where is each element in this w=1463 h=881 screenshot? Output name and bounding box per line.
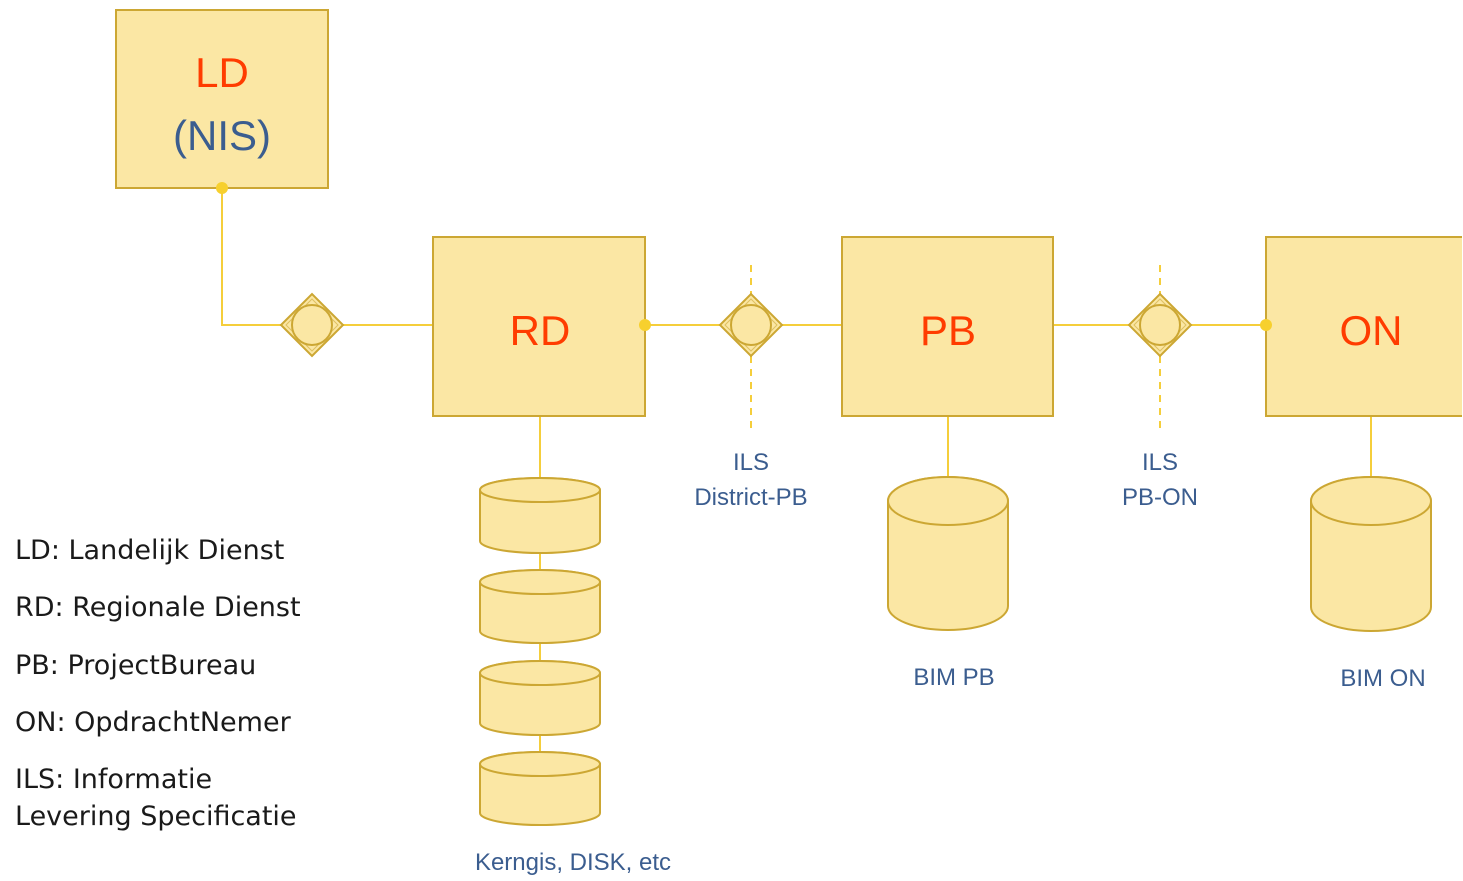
datastore-rd-caption: Kerngis, DISK, etc bbox=[475, 849, 671, 876]
node-pb-label: PB bbox=[920, 307, 976, 354]
node-rd-box bbox=[432, 236, 646, 417]
circle-icon bbox=[1139, 304, 1181, 346]
node-pb: PB bbox=[841, 236, 1054, 417]
node-ld-box bbox=[115, 9, 329, 189]
circle-icon bbox=[291, 304, 333, 346]
database-icon bbox=[479, 660, 601, 736]
node-ld: LD (NIS) bbox=[115, 9, 329, 189]
node-on-box bbox=[1266, 237, 1462, 416]
ils-label-title: ILS bbox=[1142, 449, 1178, 476]
datastore-on-caption: BIM ON bbox=[1340, 665, 1425, 692]
datastore-on: BIM ON bbox=[1310, 476, 1432, 692]
legend-item-ils: ILS: Informatie bbox=[15, 764, 212, 795]
ils-label-scope: District-PB bbox=[694, 484, 807, 511]
junction-dot-rd bbox=[639, 319, 651, 331]
legend-item-ld: LD: Landelijk Dienst bbox=[15, 535, 284, 566]
ils-label-scope: PB-ON bbox=[1122, 484, 1198, 511]
node-ld-label: LD bbox=[195, 49, 249, 96]
connector-ld-rd bbox=[221, 188, 433, 326]
circle-icon bbox=[730, 304, 772, 346]
connectors bbox=[221, 188, 1372, 764]
legend: LD: Landelijk Dienst RD: Regionale Diens… bbox=[15, 535, 301, 832]
junction-dot-ld bbox=[216, 182, 228, 194]
legend-item-pb: PB: ProjectBureau bbox=[15, 650, 256, 681]
database-icon bbox=[479, 477, 601, 554]
node-pb-box bbox=[841, 236, 1054, 417]
legend-item-on: ON: OpdrachtNemer bbox=[15, 707, 292, 738]
ils-label-title: ILS bbox=[733, 449, 769, 476]
interface-symbol-pb-on bbox=[1127, 292, 1193, 358]
ils-label-district-pb: ILS District-PB bbox=[694, 449, 807, 511]
node-rd-label: RD bbox=[510, 307, 571, 354]
datastore-pb: BIM PB bbox=[887, 476, 1009, 691]
datastore-pb-caption: BIM PB bbox=[913, 664, 994, 691]
database-icon bbox=[479, 569, 601, 644]
node-on-label: ON bbox=[1340, 307, 1403, 354]
node-on: ON bbox=[1265, 236, 1462, 417]
ils-label-pb-on: ILS PB-ON bbox=[1122, 449, 1198, 511]
node-ld-sublabel: (NIS) bbox=[173, 112, 271, 159]
legend-item-rd: RD: Regionale Dienst bbox=[15, 592, 301, 623]
node-rd: RD bbox=[432, 236, 646, 417]
database-icon bbox=[887, 476, 1009, 631]
interface-symbol-ld-rd bbox=[279, 292, 345, 358]
datastore-rd: Kerngis, DISK, etc bbox=[475, 477, 671, 876]
legend-item-ils-continued: Levering Specificatie bbox=[15, 801, 297, 832]
database-icon bbox=[1310, 476, 1432, 632]
junction-dot-on bbox=[1260, 319, 1272, 331]
interface-symbol-district-pb bbox=[718, 292, 784, 358]
database-icon bbox=[479, 751, 601, 826]
